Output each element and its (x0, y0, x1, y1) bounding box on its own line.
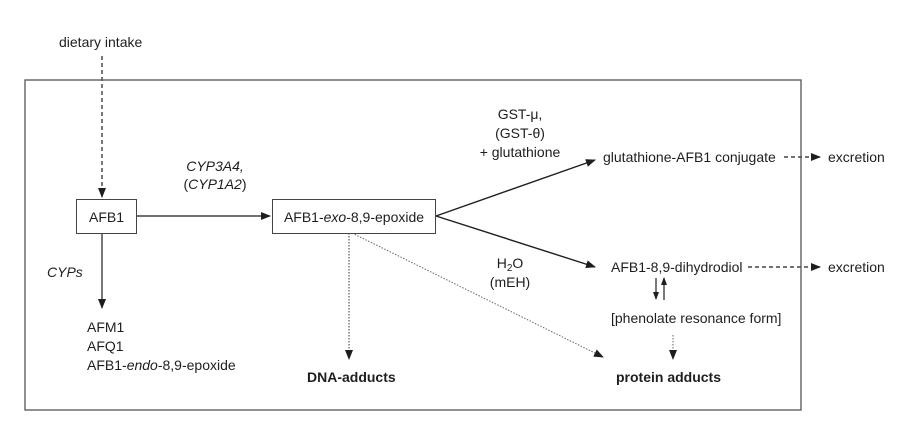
node-phenolate: [phenolate resonance form] (611, 310, 782, 326)
enzyme-name: CYP1A2 (188, 176, 242, 192)
node-dihydrodiol: AFB1-8,9-dihydrodiol (611, 259, 743, 275)
subscript: 2 (506, 263, 513, 274)
node-afb1-label: AFB1 (88, 208, 124, 225)
node-exo-epoxide-label: AFB1-exo-8,9-epoxide (284, 209, 424, 225)
label-cyp1a2: (CYP1A2) (160, 176, 270, 193)
label-gst-mu: GST-μ, (497, 106, 543, 122)
paren: ( (183, 176, 189, 192)
text-part-italic: endo (126, 357, 158, 373)
text-part: -8,9-epoxide (346, 208, 425, 225)
text-part-italic: exo (323, 208, 347, 225)
label-cyp3a4: CYP3A4, (186, 158, 244, 174)
node-excretion-1: excretion (828, 149, 885, 165)
arrow-epoxide-to-gsh-conjugate (435, 159, 596, 217)
node-exo-epoxide: AFB1-exo-8,9-epoxide (272, 199, 436, 234)
label-gst-theta: (GST-θ) (495, 125, 545, 141)
product-endo-epoxide: AFB1-endo-8,9-epoxide (87, 357, 236, 374)
node-gsh-conjugate: glutathione-AFB1 conjugate (603, 149, 776, 165)
text-part: -8,9-epoxide (157, 357, 236, 373)
product-afm1: AFM1 (87, 319, 125, 335)
text-part: AFB1- (87, 357, 127, 373)
product-afq1: AFQ1 (87, 338, 124, 354)
node-excretion-2: excretion (828, 259, 885, 275)
outer-frame (24, 79, 802, 411)
text-part: H (496, 255, 507, 271)
label-glutathione: + glutathione (479, 144, 561, 160)
node-protein-adducts: protein adducts (616, 369, 722, 385)
node-dna-adducts: DNA-adducts (307, 369, 396, 385)
node-afb1: AFB1 (76, 199, 137, 234)
text-part: AFB1- (283, 208, 324, 225)
label-dietary-intake: dietary intake (59, 34, 143, 50)
label-h2o: H2O (480, 255, 540, 274)
label-cyps: CYPs (47, 264, 83, 280)
label-meh: (mEH) (489, 274, 531, 290)
text-part: O (512, 255, 524, 271)
arrow-epoxide-to-dihydrodiol (435, 215, 596, 269)
paren: ) (241, 176, 247, 192)
